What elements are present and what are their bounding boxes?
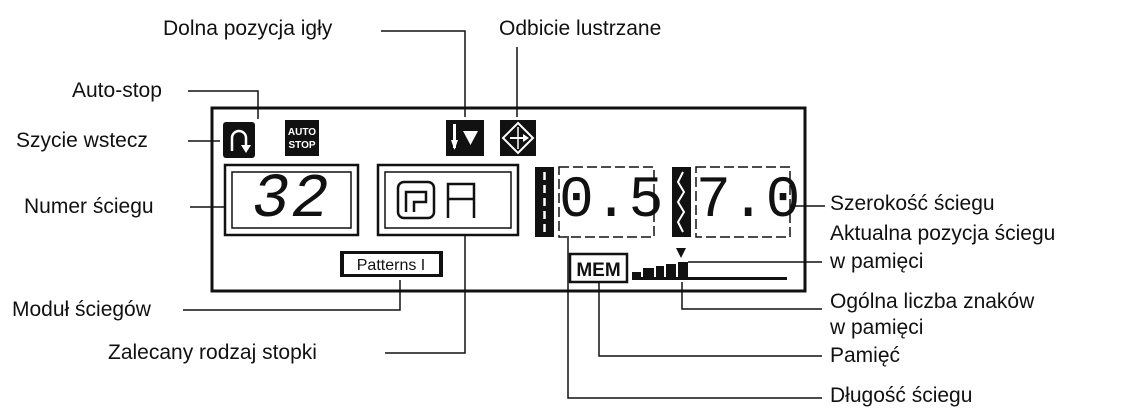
stitch-number-box [223, 163, 360, 237]
stitch-number-value: 32 [252, 164, 331, 235]
label-memory: Pamięć [830, 344, 901, 367]
stitch-width-box [672, 166, 791, 238]
stitch-width-value: 7.0 [696, 169, 801, 234]
memory-badge: MEM [568, 252, 629, 284]
reverse-stitch-icon [223, 122, 255, 158]
label-module: Moduł ściegów [12, 298, 151, 321]
label-current-position-2: w pamięci [830, 250, 924, 273]
label-total-chars-2: w pamięci [830, 316, 924, 339]
label-reverse: Szycie wstecz [16, 129, 148, 152]
label-stitch-number: Numer ściegu [24, 195, 154, 218]
module-badge-text: Patterns I [357, 257, 425, 274]
presser-foot-icon [396, 180, 476, 220]
zigzag-stitch-icon [676, 171, 686, 233]
mirror-image-icon [500, 120, 536, 156]
lcd-frame [210, 106, 807, 293]
stitch-length-box [535, 166, 655, 238]
memory-bar-graph [632, 248, 787, 280]
label-current-position-1: Aktualna pozycja ściegu [830, 222, 1056, 245]
auto-stop-text-line2: STOP [288, 140, 315, 151]
label-mirror: Odbicie lustrzane [499, 17, 662, 40]
needle-down-icon [446, 120, 484, 156]
module-badge: Patterns I [340, 251, 443, 277]
label-stitch-width: Szerokość ściegu [830, 192, 995, 215]
leader-lines [183, 30, 825, 399]
auto-stop-icon: AUTO STOP [285, 120, 319, 156]
label-stitch-length: Długość ściegu [830, 384, 973, 407]
auto-stop-text-line1: AUTO [288, 127, 316, 138]
label-foot: Zalecany rodzaj stopki [108, 341, 317, 364]
label-auto-stop: Auto-stop [72, 79, 162, 102]
stitch-length-value: 0.5 [559, 169, 664, 234]
presser-foot-box [376, 163, 520, 237]
label-needle-down: Dolna pozycja igły [163, 17, 333, 40]
label-total-chars-1: Ogólna liczba znaków [830, 290, 1035, 313]
memory-badge-text: MEM [576, 260, 620, 281]
current-position-marker [676, 248, 686, 258]
